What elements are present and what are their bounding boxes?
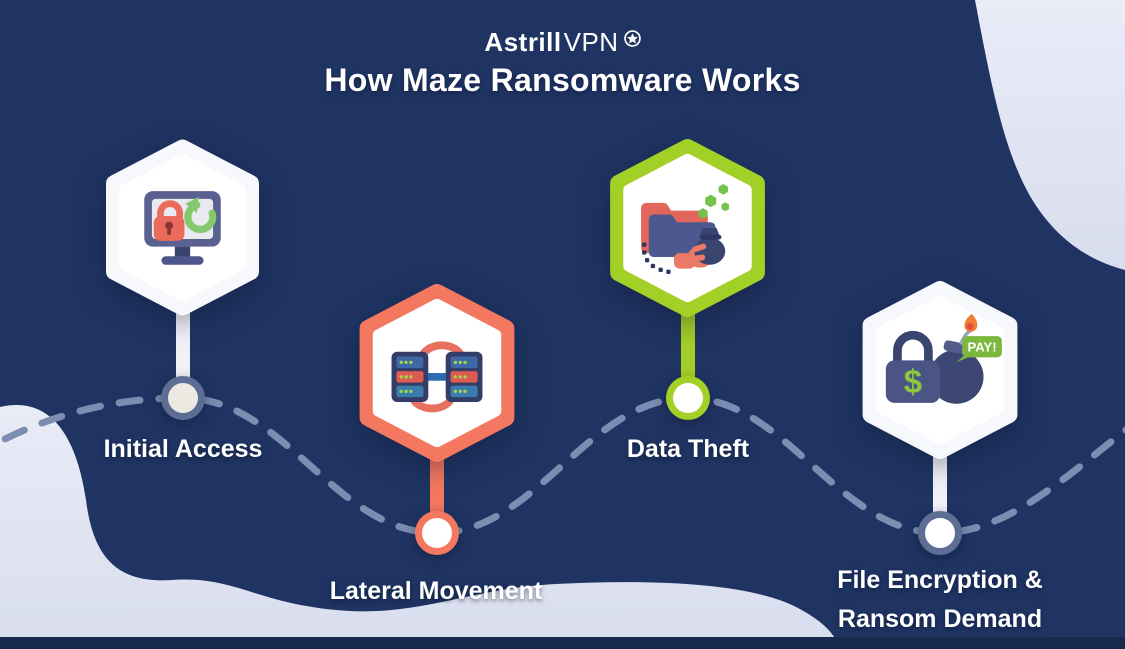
server-sync-icon: [391, 341, 483, 413]
step1-connector-stem: [176, 298, 190, 402]
step4-hexagon: PAY! $: [862, 281, 1018, 464]
step3-hexagon: [610, 139, 765, 322]
step1-hexagon: [106, 139, 259, 321]
step1-timeline-node: [159, 374, 207, 427]
step4-label: File Encryption & Ransom Demand: [837, 566, 1043, 633]
brand-name-bold: Astrill: [484, 27, 562, 57]
step2-hexagon: [359, 284, 515, 467]
brand-name-light: VPN: [563, 27, 619, 57]
step1-label: Initial Access: [103, 435, 263, 463]
step2-label: Lateral Movement: [329, 577, 543, 605]
step3-timeline-node: [664, 374, 712, 427]
lock-bomb-icon: PAY! $: [885, 313, 1002, 404]
footer-bar: [0, 637, 1125, 649]
corner-blob-bottom-left: [0, 405, 840, 649]
monitor-lock-icon: [144, 191, 221, 265]
pay-bubble-text: PAY!: [968, 340, 997, 355]
step2-timeline-node: [413, 509, 461, 562]
dollar-symbol: $: [904, 363, 922, 400]
star-badge-icon: [623, 30, 641, 47]
pay-speech-bubble: PAY!: [956, 336, 1002, 363]
corner-blob-top-right: [975, 0, 1125, 270]
step4-timeline-node: [916, 509, 964, 562]
folder-steal-icon: [641, 183, 730, 274]
step3-label: Data Theft: [626, 435, 750, 463]
page-title: How Maze Ransomware Works: [324, 62, 801, 98]
